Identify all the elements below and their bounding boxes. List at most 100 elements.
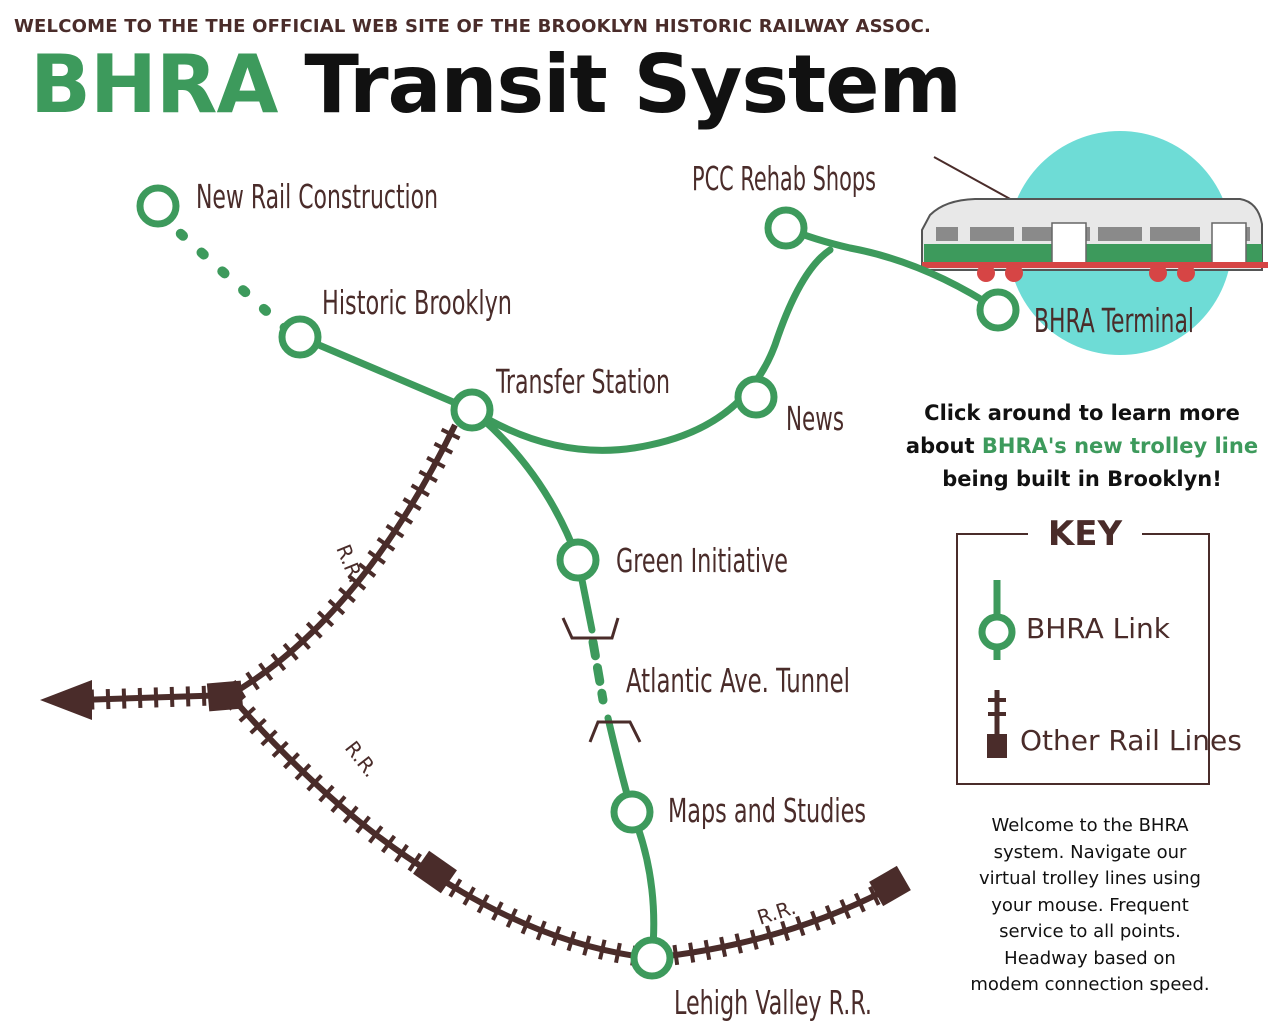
- rail-tie: [418, 469, 438, 484]
- rail-label-rr-3: R.R.: [754, 895, 799, 930]
- station-news[interactable]: News: [786, 399, 844, 438]
- key-title: KEY: [1028, 514, 1142, 554]
- rail-tie: [105, 689, 111, 710]
- rail-end-block: [869, 865, 911, 907]
- tunnel-portal-icon: [588, 720, 642, 743]
- rail-tie: [795, 915, 806, 937]
- rail-tie: [385, 523, 405, 539]
- rail-tie: [376, 536, 396, 552]
- rail-tie: [342, 805, 359, 824]
- station-transfer-station[interactable]: Transfer Station: [495, 362, 670, 401]
- rail-tie: [355, 815, 371, 834]
- station-circle-lehigh-valley-rr[interactable]: [630, 936, 674, 980]
- station-circle-news[interactable]: [734, 375, 778, 419]
- rail-tie: [169, 686, 175, 707]
- rail-tie: [245, 671, 260, 691]
- station-lehigh-valley-rr[interactable]: Lehigh Valley R.R.: [674, 983, 872, 1022]
- promo-text: Click around to learn more about BHRA's …: [902, 397, 1262, 496]
- key-other-rail-label: Other Rail Lines: [1020, 724, 1242, 757]
- rail-tie: [305, 621, 323, 639]
- rail-tie: [327, 598, 346, 616]
- rail-tie: [598, 939, 607, 960]
- rail-tie: [780, 920, 790, 942]
- promo-highlight[interactable]: BHRA's new trolley line: [981, 434, 1259, 458]
- rail-tie: [316, 610, 335, 628]
- promo-line-2-prefix: about: [905, 434, 982, 458]
- rail-tie: [868, 885, 881, 906]
- rail-tie: [551, 925, 562, 947]
- promo-line-1: Click around to learn more: [924, 401, 1240, 425]
- rail-tie: [394, 843, 409, 863]
- station-circle-bhra-terminal[interactable]: [976, 288, 1020, 332]
- key-bhra-link-label: BHRA Link: [1026, 612, 1170, 645]
- rail-tie: [433, 441, 454, 455]
- rail-tie: [258, 662, 274, 681]
- rail-tie: [367, 549, 386, 565]
- station-circle-maps-and-studies[interactable]: [610, 790, 654, 834]
- page-title: BHRA Transit System: [30, 38, 962, 131]
- station-new-rail-construction[interactable]: New Rail Construction: [196, 177, 438, 216]
- rail-tie: [318, 784, 335, 803]
- arrow-left-icon[interactable]: [40, 680, 92, 720]
- rail-tie: [672, 944, 680, 966]
- rail-tie: [330, 795, 347, 814]
- station-circle-historic-brooklyn[interactable]: [278, 315, 322, 359]
- rail-tie: [582, 935, 592, 956]
- rail-tie: [410, 483, 430, 498]
- rail-tie: [402, 497, 422, 511]
- rail-tie: [357, 562, 377, 578]
- rail-tie: [338, 587, 356, 604]
- rail-tie: [394, 510, 414, 525]
- rail-tie: [491, 901, 504, 921]
- trolley-car-icon[interactable]: [921, 156, 1268, 282]
- rail-tie: [703, 939, 712, 961]
- station-atlantic-ave-tunnel[interactable]: Atlantic Ave. Tunnel: [626, 661, 850, 700]
- rail-tie: [294, 632, 311, 650]
- rail-tie: [270, 652, 287, 672]
- station-circle-transfer-station[interactable]: [450, 388, 494, 432]
- station-historic-brooklyn[interactable]: Historic Brooklyn: [322, 283, 512, 322]
- rail-tie: [381, 834, 397, 854]
- tunnel-portal-icon: [561, 617, 620, 640]
- rail-block: [413, 850, 457, 894]
- rail-tie: [566, 930, 577, 952]
- rail-tie: [719, 936, 728, 958]
- rail-tie: [765, 925, 775, 946]
- station-circle-green-initiative[interactable]: [556, 538, 600, 582]
- rail-tie: [614, 942, 622, 964]
- rail-tie: [260, 729, 278, 747]
- station-maps-and-studies[interactable]: Maps and Studies: [668, 791, 866, 830]
- rail-tie: [283, 752, 300, 770]
- rail-tie: [294, 763, 312, 781]
- rail-tie: [749, 929, 759, 950]
- rail-tie: [185, 686, 191, 707]
- rail-tie: [520, 914, 533, 935]
- site-tagline: WELCOME TO THE THE OFFICIAL WEB SITE OF …: [14, 16, 932, 37]
- rail-tie: [306, 774, 323, 792]
- rail-tie: [282, 642, 299, 661]
- rail-tie: [153, 687, 159, 708]
- key-other-rail-symbol: [987, 690, 1007, 758]
- rail-tie: [137, 687, 143, 709]
- rail-tie: [121, 688, 127, 709]
- key-bhra-link-symbol: [978, 580, 1016, 660]
- station-circle-pcc-rehab-shops[interactable]: [764, 206, 808, 250]
- rail-tie: [535, 920, 547, 941]
- station-bhra-terminal[interactable]: BHRA Terminal: [1034, 301, 1194, 340]
- rail-tie: [462, 886, 476, 906]
- rail-label-rr-1: R.R.: [331, 541, 368, 586]
- rail-tie: [440, 427, 461, 441]
- station-pcc-rehab-shops[interactable]: PCC Rehab Shops: [692, 159, 876, 198]
- rail-tie: [407, 852, 422, 872]
- rail-tie: [810, 910, 821, 931]
- rail-tie: [448, 878, 463, 898]
- station-green-initiative[interactable]: Green Initiative: [616, 541, 788, 580]
- title-rest: Transit System: [304, 38, 962, 131]
- bhra-link-lines: [155, 210, 1002, 962]
- station-circle-new-rail-construction[interactable]: [136, 184, 180, 228]
- rail-tie: [853, 892, 866, 913]
- rail-tie: [201, 685, 207, 706]
- rail-tie: [839, 899, 851, 920]
- rail-tie: [426, 455, 446, 469]
